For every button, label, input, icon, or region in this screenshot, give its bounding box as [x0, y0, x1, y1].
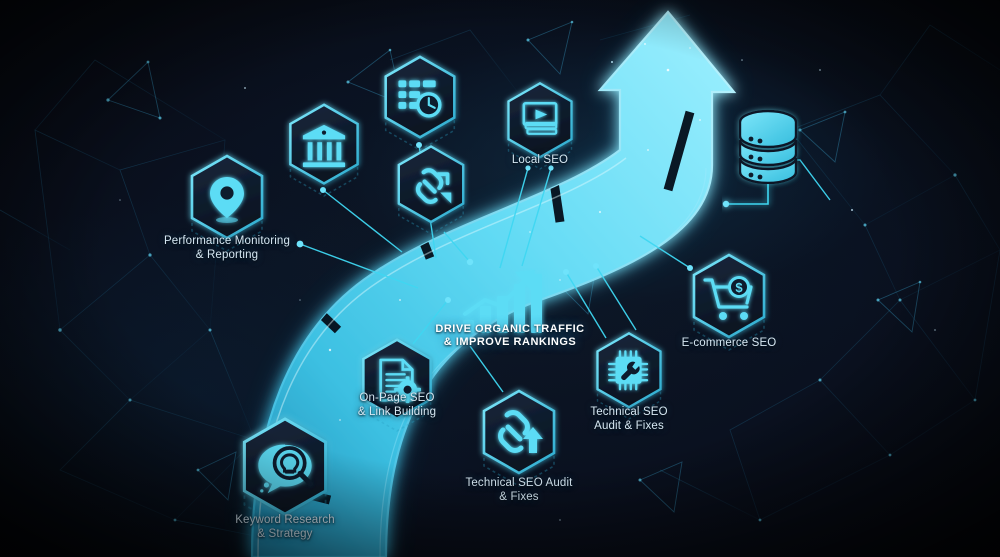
database-cylinder-icon	[722, 109, 798, 208]
hex-node-performance-monitoring[interactable]: Performance Monitoring & Reporting	[164, 150, 290, 261]
hex-node-bank-authority[interactable]	[276, 99, 372, 197]
hex-node-technical-seo-link[interactable]: Technical SEO Audit & Fixes	[465, 385, 572, 503]
hex-node-on-page-seo[interactable]: On-Page SEO & Link Building	[349, 334, 445, 432]
hex-node-link-redirect[interactable]	[385, 141, 477, 235]
hex-node-technical-seo-chip[interactable]: Technical SEO Audit & Fixes	[584, 328, 674, 432]
hex-node-dashboard-clock[interactable]	[371, 51, 469, 151]
hex-node-keyword-research[interactable]: Keyword Research & Strategy	[227, 412, 343, 540]
center-caption: DRIVE ORGANIC TRAFFIC & IMPROVE RANKINGS	[435, 323, 585, 348]
svg-text:$: $	[735, 280, 743, 295]
hex-node-local-seo[interactable]: Local SEO	[495, 78, 585, 170]
hex-node-ecommerce-seo[interactable]: $ E-commerce SEO	[679, 249, 779, 351]
